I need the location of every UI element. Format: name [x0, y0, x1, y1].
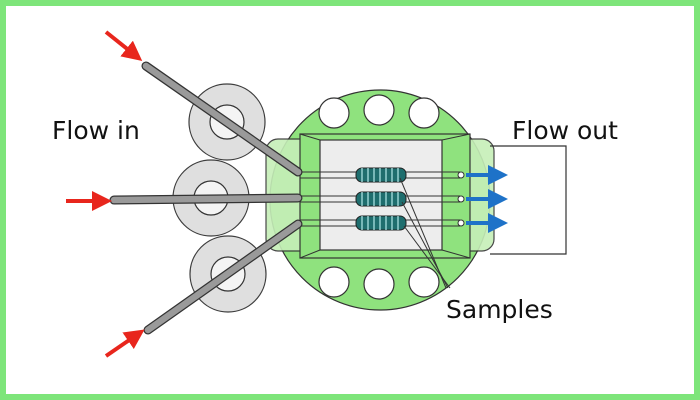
flow-out-bracket: [490, 145, 567, 255]
samples-leader-lines: [399, 177, 451, 289]
flow-out-label: Flow out: [512, 116, 618, 145]
bolt-hole: [318, 97, 350, 129]
sample: [355, 215, 407, 231]
flow-in-label: Flow in: [52, 116, 140, 145]
sample: [355, 167, 407, 183]
blue-arrow-icon: [466, 165, 508, 233]
samples-label: Samples: [446, 295, 553, 324]
samples: [355, 167, 407, 231]
outlet-ports: [457, 171, 465, 227]
bolt-hole: [408, 97, 440, 129]
bolt-hole: [363, 268, 395, 300]
sample: [355, 191, 407, 207]
red-arrow-icon: [66, 30, 145, 358]
bolt-hole: [318, 266, 350, 298]
bolt-hole: [363, 94, 395, 126]
bolt-hole: [408, 266, 440, 298]
inlet-tubes: [109, 61, 303, 335]
